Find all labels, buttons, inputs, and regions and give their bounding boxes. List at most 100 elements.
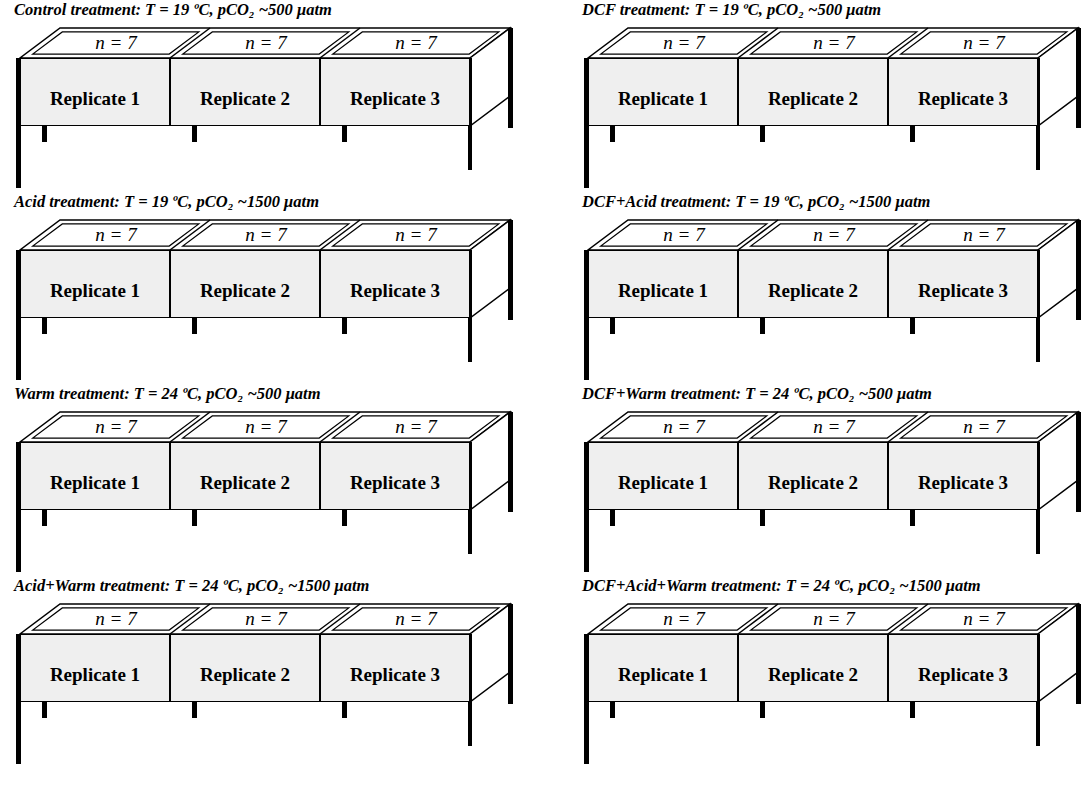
table-leg <box>192 702 197 718</box>
replicate-tank: n = 7Replicate 1 <box>588 250 738 318</box>
sample-size: n = 7 <box>341 416 491 438</box>
treatment-title: Control treatment: T = 19 ºC, pCO₂ ~500 … <box>14 0 332 20</box>
table-leg <box>192 126 197 142</box>
table-leg <box>508 220 513 320</box>
tank-rim <box>601 32 767 54</box>
replicate-label: Replicate 3 <box>918 650 1008 686</box>
replicate-label: Replicate 3 <box>918 74 1008 110</box>
sample-size: n = 7 <box>41 224 191 246</box>
replicate-label: Replicate 2 <box>200 74 290 110</box>
table-leg <box>342 510 347 526</box>
table-leg <box>342 126 347 142</box>
table-leg <box>610 510 615 526</box>
tank-rim <box>333 416 499 438</box>
table-leg <box>1076 28 1081 128</box>
table-leg <box>760 318 765 334</box>
sample-size: n = 7 <box>759 32 909 54</box>
replicate-label: Replicate 1 <box>618 266 708 302</box>
table-top <box>20 220 510 250</box>
replicate-label: Replicate 1 <box>50 458 140 494</box>
replicate-tank: n = 7Replicate 3 <box>888 250 1038 318</box>
sample-size: n = 7 <box>41 32 191 54</box>
table-side <box>470 220 510 318</box>
sample-size: n = 7 <box>609 224 759 246</box>
treatment-title: Acid treatment: T = 19 ºC, pCO₂ ~1500 μa… <box>14 192 319 212</box>
replicate-label: Replicate 2 <box>768 74 858 110</box>
table-leg <box>192 318 197 334</box>
tank-rim <box>601 416 767 438</box>
replicate-tank: n = 7Replicate 1 <box>588 634 738 702</box>
tank-rim <box>183 416 349 438</box>
tank-rim <box>33 608 199 630</box>
table-leg <box>42 126 47 142</box>
treatment-table: Control treatment: T = 19 ºC, pCO₂ ~500 … <box>10 0 520 192</box>
replicate-tank: n = 7Replicate 2 <box>738 634 888 702</box>
tank-rim <box>901 416 1067 438</box>
table-top <box>588 604 1078 634</box>
sample-size: n = 7 <box>909 224 1059 246</box>
sample-size: n = 7 <box>759 224 909 246</box>
table-side <box>470 28 510 126</box>
replicate-label: Replicate 2 <box>768 458 858 494</box>
treatment-table: Acid treatment: T = 19 ºC, pCO₂ ~1500 μa… <box>10 192 520 384</box>
tank-rim <box>33 32 199 54</box>
table-side <box>1038 220 1078 318</box>
treatment-title: DCF treatment: T = 19 ºC, pCO₂ ~500 μatm <box>582 0 881 20</box>
table-side <box>1038 28 1078 126</box>
table-leg <box>508 604 513 704</box>
table-leg <box>610 702 615 718</box>
sample-size: n = 7 <box>341 608 491 630</box>
replicate-label: Replicate 2 <box>200 266 290 302</box>
replicate-label: Replicate 2 <box>200 458 290 494</box>
tank-rim <box>333 224 499 246</box>
sample-size: n = 7 <box>191 224 341 246</box>
replicate-label: Replicate 1 <box>618 74 708 110</box>
replicate-label: Replicate 1 <box>618 458 708 494</box>
tank-rim <box>183 32 349 54</box>
table-leg <box>42 510 47 526</box>
replicate-label: Replicate 3 <box>350 650 440 686</box>
treatment-title: Acid+Warm treatment: T = 24 ºC, pCO₂ ~15… <box>14 576 369 596</box>
treatment-title: DCF+Warm treatment: T = 24 ºC, pCO₂ ~500… <box>582 384 932 404</box>
table-top <box>20 412 510 442</box>
replicate-label: Replicate 3 <box>350 74 440 110</box>
table-leg <box>610 126 615 142</box>
sample-size: n = 7 <box>191 416 341 438</box>
replicate-tank: n = 7Replicate 1 <box>20 442 170 510</box>
table-leg <box>1076 604 1081 704</box>
treatment-title: DCF+Acid treatment: T = 19 ºC, pCO₂ ~150… <box>582 192 930 212</box>
treatment-table: DCF+Acid treatment: T = 19 ºC, pCO₂ ~150… <box>578 192 1088 384</box>
table-leg <box>508 412 513 512</box>
table-leg <box>910 702 915 718</box>
table-leg <box>1076 412 1081 512</box>
treatment-title: Warm treatment: T = 24 ºC, pCO₂ ~500 μat… <box>14 384 321 404</box>
table-leg <box>910 318 915 334</box>
replicate-tank: n = 7Replicate 1 <box>588 58 738 126</box>
tank-rim <box>751 608 917 630</box>
replicate-label: Replicate 3 <box>350 266 440 302</box>
table-top <box>588 28 1078 58</box>
sample-size: n = 7 <box>759 608 909 630</box>
tank-rim <box>601 224 767 246</box>
replicate-label: Replicate 1 <box>50 650 140 686</box>
sample-size: n = 7 <box>609 32 759 54</box>
sample-size: n = 7 <box>759 416 909 438</box>
table-leg <box>760 126 765 142</box>
sample-size: n = 7 <box>191 608 341 630</box>
table-top <box>20 28 510 58</box>
table-leg <box>42 702 47 718</box>
tank-rim <box>333 32 499 54</box>
replicate-tank: n = 7Replicate 3 <box>320 58 470 126</box>
tank-rim <box>183 224 349 246</box>
table-leg <box>342 702 347 718</box>
table-leg <box>760 702 765 718</box>
replicate-label: Replicate 1 <box>618 650 708 686</box>
tank-rim <box>601 608 767 630</box>
table-leg <box>760 510 765 526</box>
tank-rim <box>751 416 917 438</box>
table-side <box>1038 604 1078 702</box>
sample-size: n = 7 <box>909 416 1059 438</box>
replicate-label: Replicate 3 <box>918 266 1008 302</box>
table-leg <box>192 510 197 526</box>
table-top <box>588 220 1078 250</box>
